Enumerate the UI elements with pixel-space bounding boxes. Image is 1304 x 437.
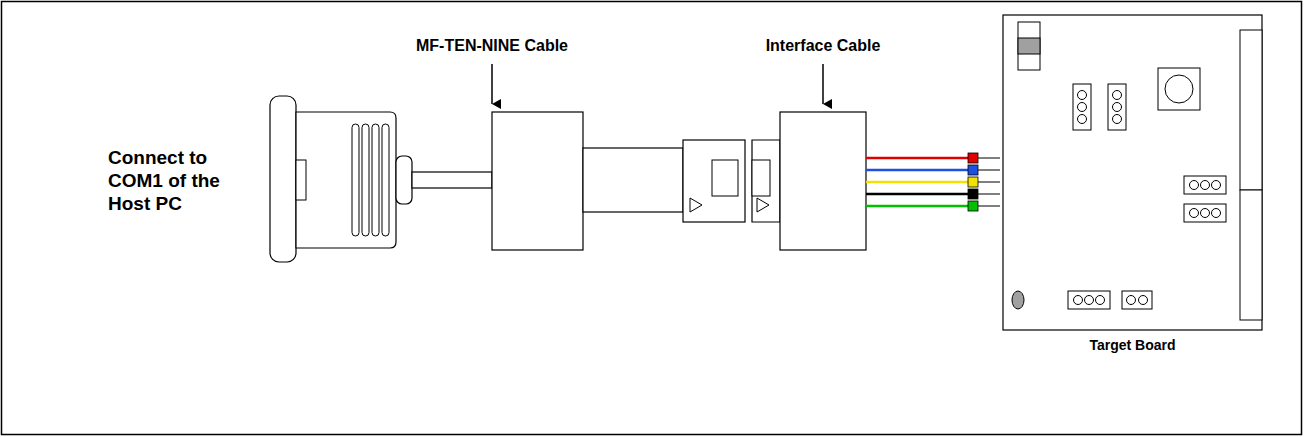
wire-tip — [968, 201, 978, 211]
connector-screw — [296, 160, 306, 200]
part-label: MF-TEN-NINE Cable — [416, 37, 568, 55]
board-caption: Target Board — [1089, 337, 1175, 353]
edge-connector — [1240, 190, 1262, 320]
wire — [866, 157, 968, 160]
jumper-pin — [1113, 103, 1122, 112]
pin1-triangle — [757, 198, 769, 212]
pin1-triangle — [690, 198, 702, 212]
plug-notch — [712, 160, 738, 196]
leader-arrow — [491, 64, 493, 104]
jumper — [1068, 291, 1110, 309]
cable — [412, 172, 492, 188]
plug — [683, 140, 745, 222]
jumper — [1184, 176, 1226, 194]
jumper — [1184, 204, 1226, 222]
part-label: Interface Cable — [766, 37, 881, 55]
leader-arrow — [822, 64, 824, 104]
jumper-pin — [1078, 91, 1087, 100]
jumper-pin — [1212, 209, 1221, 218]
jumper-pin — [1085, 296, 1094, 305]
interface-box — [780, 112, 866, 250]
socket-front — [752, 140, 780, 222]
jumper — [1108, 84, 1126, 130]
connection-note: Connect to COM1 of the Host PC — [108, 146, 238, 215]
socket-notch — [752, 160, 770, 196]
wire-tip — [968, 177, 978, 187]
grip-slot — [362, 124, 369, 236]
jumper-pin — [1096, 296, 1105, 305]
jumper-pin — [1190, 181, 1199, 190]
wire — [866, 193, 968, 196]
board-outline — [1003, 15, 1262, 330]
wire — [866, 169, 968, 172]
switch-slider — [1018, 38, 1040, 54]
wire-tip — [968, 153, 978, 163]
jumper-pin — [1201, 181, 1210, 190]
mounting-hole — [1012, 291, 1024, 309]
wire-pin — [978, 170, 1000, 171]
jumper — [1122, 291, 1152, 309]
wire-pin — [978, 194, 1000, 195]
jumper-pin — [1113, 115, 1122, 124]
jumper-pin — [1074, 296, 1083, 305]
edge-connector — [1240, 30, 1262, 190]
jumper-pin — [1078, 115, 1087, 124]
jumper-pin — [1212, 181, 1221, 190]
switch — [1018, 22, 1040, 70]
connector-body — [296, 112, 396, 248]
button-cap — [1165, 75, 1193, 103]
jumper-pin — [1201, 209, 1210, 218]
wire-pin — [978, 182, 1000, 183]
grip-slot — [372, 124, 379, 236]
wire-pin — [978, 158, 1000, 159]
jumper-pin — [1190, 209, 1199, 218]
grip-slot — [352, 124, 359, 236]
wire-tip — [968, 189, 978, 199]
strain-relief — [396, 156, 412, 204]
wire-pin — [978, 206, 1000, 207]
button — [1158, 68, 1200, 110]
jumper-pin — [1127, 296, 1136, 305]
connector-plate — [270, 96, 296, 262]
jumper-pin — [1078, 103, 1087, 112]
jumper-pin — [1139, 296, 1148, 305]
wire — [866, 205, 968, 208]
wire — [866, 181, 968, 184]
jumper-pin — [1113, 91, 1122, 100]
cable-adapter-box — [492, 112, 583, 250]
jumper — [1073, 84, 1091, 130]
flat-cable — [583, 148, 683, 212]
target-board: Target Board — [1003, 15, 1262, 360]
wire-tip — [968, 165, 978, 175]
grip-slot — [382, 124, 389, 236]
